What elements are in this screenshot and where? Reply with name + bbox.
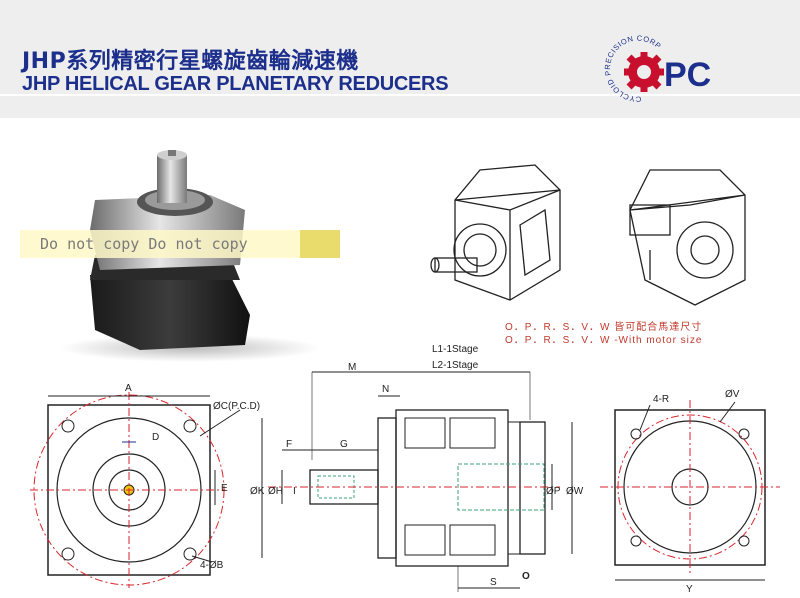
front-view-output: A D E ØC(P.C.D) 4-ØB [30,383,260,588]
dim-label-k: ØK [250,486,265,497]
dim-label-c: ØC(P.C.D) [213,401,260,412]
dim-label-m: M [348,362,356,373]
dim-label-g: G [340,439,348,450]
dim-label-l2: L2-1Stage [432,360,479,371]
header-divider [0,94,800,96]
dim-label-o: O [522,571,530,582]
header-banner: JHP系列精密行星螺旋齒輪減速機 JHP HELICAL GEAR PLANET… [0,0,800,118]
dim-label-a: A [125,383,132,394]
dimension-drawing: A D E ØC(P.C.D) 4-ØB L1-1Stage L2-1Stage… [30,344,780,595]
dim-label-v: ØV [725,389,740,400]
dim-label-w: ØW [566,486,584,497]
logo-brand-text: PC [664,56,711,94]
title-chinese: JHP系列精密行星螺旋齒輪減速機 [22,49,359,74]
dim-label-d: D [152,432,159,443]
motor-size-note-cn: O．P．R．S．V．W 皆可配合馬達尺寸 [505,322,703,333]
dim-label-p: ØP [546,486,561,497]
title-english: JHP HELICAL GEAR PLANETARY REDUCERS [22,73,449,95]
product-photo: Do not copy Do not copy [20,150,340,362]
gear-icon [624,52,664,92]
isometric-views [430,164,746,306]
watermark-text: Do not copy Do not copy [40,235,248,253]
dim-label-n: N [382,384,389,395]
side-view: L1-1Stage L2-1Stage M N F G ØK [250,344,584,592]
dim-label-l1: L1-1Stage [432,344,479,355]
isometric-view-rear [629,169,746,306]
dim-label-f: F [286,439,292,450]
dim-label-s: S [490,577,497,588]
dim-label-y: Y [686,584,693,595]
front-view-input: 4-R ØV Y [600,389,780,595]
company-logo: CYCLOID PRECISION CORP PC [604,34,711,104]
dim-label-i: I [293,486,296,497]
dim-label-e: E [221,483,228,494]
dim-label-h: ØH [268,486,283,497]
isometric-view-front [430,164,561,301]
dim-label-r: 4-R [653,394,669,405]
motor-size-note-en: O．P．R．S．V．W -With motor size [505,335,703,346]
dim-label-b: 4-ØB [200,560,224,571]
